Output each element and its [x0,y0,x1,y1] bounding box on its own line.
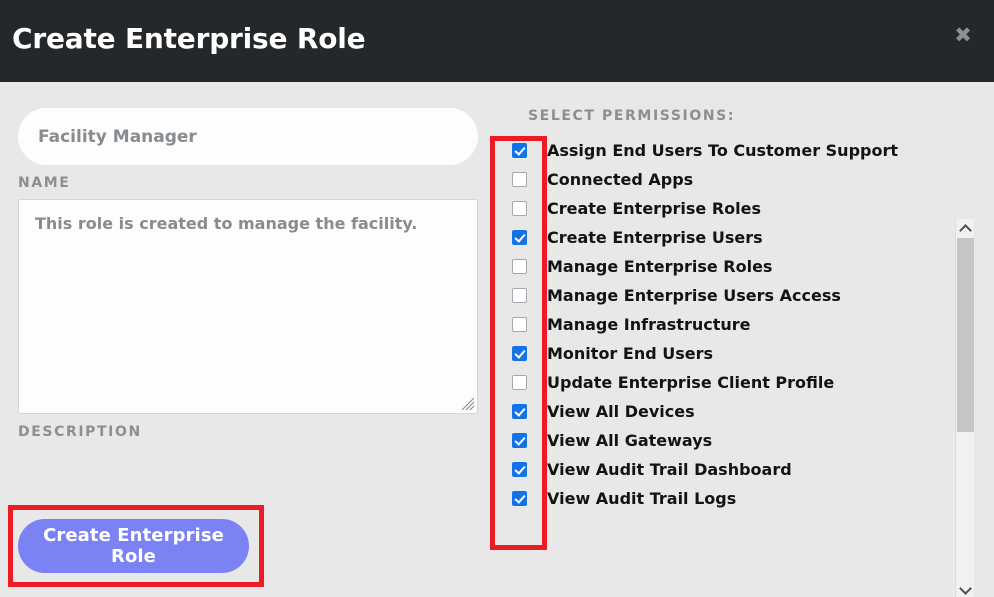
role-form: NAME DESCRIPTION [18,108,478,440]
role-name-input[interactable] [18,108,478,165]
modal-body: NAME DESCRIPTION Create Enterprise Role … [0,82,994,597]
permission-checkbox[interactable] [512,201,527,216]
permission-label[interactable]: Manage Enterprise Roles [547,257,773,276]
permission-label[interactable]: Assign End Users To Customer Support [547,141,899,160]
permission-row[interactable]: View Audit Trail Dashboard [490,455,792,484]
permission-row[interactable]: View Audit Trail Logs [490,484,736,513]
permission-label[interactable]: Create Enterprise Roles [547,199,762,218]
permission-row[interactable]: Create Enterprise Users [490,223,763,252]
permission-label[interactable]: View All Gateways [547,431,713,450]
permission-label[interactable]: View All Devices [547,402,695,421]
permission-label[interactable]: Manage Enterprise Users Access [547,286,841,305]
chevron-up-icon [959,224,972,237]
permissions-panel: SELECT PERMISSIONS: Assign End Users To … [490,108,994,597]
permission-row[interactable]: Create Enterprise Roles [490,194,761,223]
permission-row[interactable]: Manage Enterprise Roles [490,252,772,281]
permission-label[interactable]: Monitor End Users [547,344,714,363]
permission-row[interactable]: Monitor End Users [490,339,713,368]
scrollbar-down-button[interactable] [956,580,974,597]
close-icon[interactable]: ✖ [954,23,972,47]
permission-label[interactable]: Create Enterprise Users [547,228,763,247]
permission-row[interactable]: Update Enterprise Client Profile [490,368,834,397]
modal-header: Create Enterprise Role ✖ [0,0,994,82]
permission-label[interactable]: View Audit Trail Dashboard [547,460,792,479]
permission-checkbox[interactable] [512,346,527,361]
permission-checkbox[interactable] [512,433,527,448]
permission-checkbox[interactable] [512,143,527,158]
description-label: DESCRIPTION [18,424,142,440]
permission-checkbox[interactable] [512,288,527,303]
permission-checkbox[interactable] [512,317,527,332]
permission-label[interactable]: Connected Apps [547,170,694,189]
permission-checkbox[interactable] [512,375,527,390]
role-description-textarea[interactable] [18,199,478,414]
permission-checkbox[interactable] [512,462,527,477]
permission-row[interactable]: Manage Enterprise Users Access [490,281,841,310]
permission-label[interactable]: Update Enterprise Client Profile [547,373,835,392]
permission-row[interactable]: Connected Apps [490,165,693,194]
page-title: Create Enterprise Role [12,22,366,55]
permission-checkbox[interactable] [512,491,527,506]
permission-checkbox[interactable] [512,230,527,245]
scrollbar-thumb[interactable] [957,238,974,432]
create-enterprise-role-button[interactable]: Create Enterprise Role [18,519,249,573]
permissions-scrollbar[interactable] [955,219,974,597]
permission-row[interactable]: Assign End Users To Customer Support [490,136,898,165]
permission-checkbox[interactable] [512,404,527,419]
permission-label[interactable]: Manage Infrastructure [547,315,751,334]
name-label: NAME [18,175,71,191]
permission-label[interactable]: View Audit Trail Logs [547,489,737,508]
permission-row[interactable]: Manage Infrastructure [490,310,751,339]
permission-checkbox[interactable] [512,259,527,274]
scrollbar-up-button[interactable] [956,219,974,237]
permission-row[interactable]: View All Devices [490,397,695,426]
permission-row[interactable]: View All Gateways [490,426,712,455]
chevron-down-icon [959,582,972,595]
select-permissions-label: SELECT PERMISSIONS: [528,108,736,124]
permission-checkbox[interactable] [512,172,527,187]
description-field-wrap [18,199,478,414]
